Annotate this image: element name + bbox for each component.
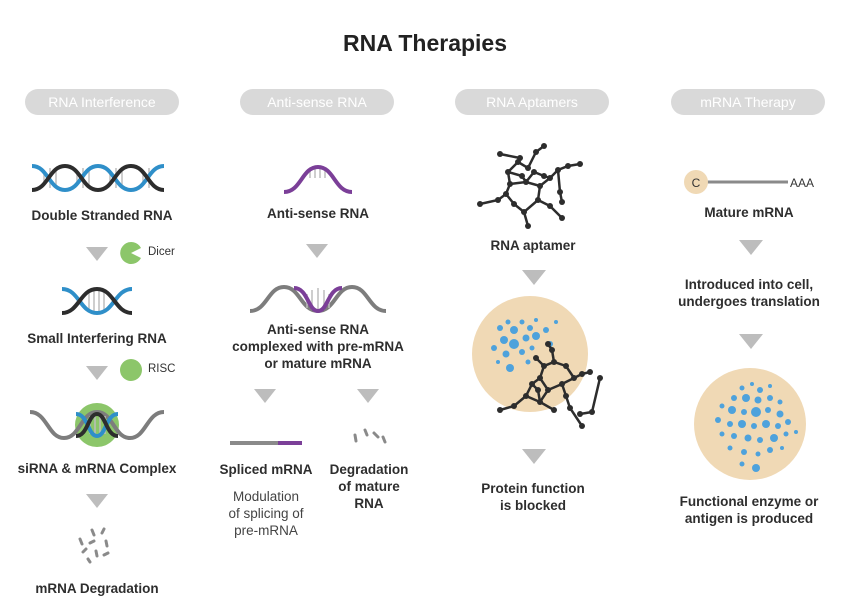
header-rna-aptamers: RNA Aptamers xyxy=(455,89,609,115)
rna-aptamer-icon xyxy=(477,143,583,229)
arrow-down-icon xyxy=(86,494,108,508)
degraded-fragments-icon xyxy=(353,428,387,444)
antisense-rna-icon xyxy=(283,164,353,194)
step-small-interfering-rna: Small Interfering RNA xyxy=(27,331,167,346)
header-antisense-rna: Anti-sense RNA xyxy=(240,89,394,115)
blocked-protein-cell-icon xyxy=(472,296,603,429)
enzyme-risc-label: RISC xyxy=(148,363,176,375)
step-introduced-into-cell: Introduced into cell, undergoes translat… xyxy=(678,277,820,309)
step-rna-aptamer: RNA aptamer xyxy=(490,238,576,253)
branch-splicing-note: Modulation of splicing of pre-mRNA xyxy=(228,489,304,538)
step-functional-enzyme-produced: Functional enzyme or antigen is produced xyxy=(679,494,819,526)
mature-mrna-icon xyxy=(684,170,788,194)
step-double-stranded-rna: Double Stranded RNA xyxy=(31,208,173,223)
branch-spliced-mrna: Spliced mRNA xyxy=(219,462,313,477)
arrow-down-icon xyxy=(522,270,546,285)
dicer-enzyme-icon xyxy=(120,242,141,264)
sirna-mrna-complex-icon xyxy=(29,403,165,447)
risc-enzyme-icon xyxy=(120,359,142,381)
mrna-polya-tail-label: AAA xyxy=(790,176,815,190)
arrow-down-icon xyxy=(739,334,763,349)
small-interfering-rna-icon xyxy=(61,286,133,316)
enzyme-dicer-label: Dicer xyxy=(148,246,175,258)
branch-degradation-mature-rna: Degradation of mature RNA xyxy=(329,462,409,511)
arrow-down-icon xyxy=(86,366,108,380)
arrow-down-icon xyxy=(86,247,108,261)
enzyme-producing-cell-icon xyxy=(694,368,806,480)
arrow-down-icon xyxy=(522,449,546,464)
step-antisense-complex: Anti-sense RNA complexed with pre-mRNA o… xyxy=(232,322,404,371)
step-antisense-rna: Anti-sense RNA xyxy=(266,206,369,221)
antisense-complex-icon xyxy=(249,284,387,314)
header-mrna-therapy: mRNA Therapy xyxy=(671,89,825,115)
degraded-fragments-icon xyxy=(78,527,110,564)
page-title: RNA Therapies xyxy=(342,30,508,56)
step-protein-function-blocked: Protein function is blocked xyxy=(481,481,585,513)
step-mature-mrna: Mature mRNA xyxy=(704,205,794,220)
double-stranded-rna-icon xyxy=(31,163,165,193)
mrna-cap-label: C xyxy=(691,176,701,190)
arrow-down-icon xyxy=(739,240,763,255)
arrow-down-icon xyxy=(357,389,379,403)
step-sirna-mrna-complex: siRNA & mRNA Complex xyxy=(17,461,177,476)
arrow-down-icon xyxy=(254,389,276,403)
spliced-mrna-icon xyxy=(230,441,302,445)
step-mrna-degradation: mRNA Degradation xyxy=(35,581,159,596)
header-rna-interference: RNA Interference xyxy=(25,89,179,115)
arrow-down-icon xyxy=(306,244,328,258)
